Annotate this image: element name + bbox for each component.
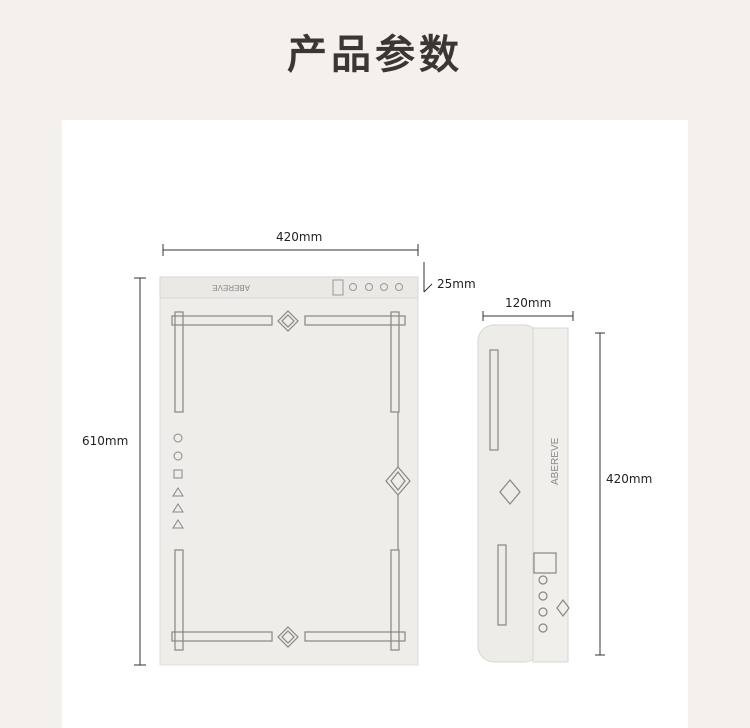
control-buttons [349,283,403,291]
page-title: 产品参数 [287,32,463,78]
roll-length-label: 420mm [606,472,653,486]
flat-mat: ABEREVE [159,276,419,666]
mat-thickness-label: 25mm [437,277,476,291]
border-pattern [171,310,411,651]
mat-width-label: 420mm [276,230,323,244]
svg-text:ABEREVE: ABEREVE [550,437,561,485]
brand-logo: ABEREVE [212,283,250,292]
mat-height-label: 610mm [82,434,129,448]
dimension-lines [134,244,605,666]
rolled-mat: ABEREVE [477,324,570,663]
care-symbols [172,433,184,529]
roll-diameter-label: 120mm [505,296,552,310]
